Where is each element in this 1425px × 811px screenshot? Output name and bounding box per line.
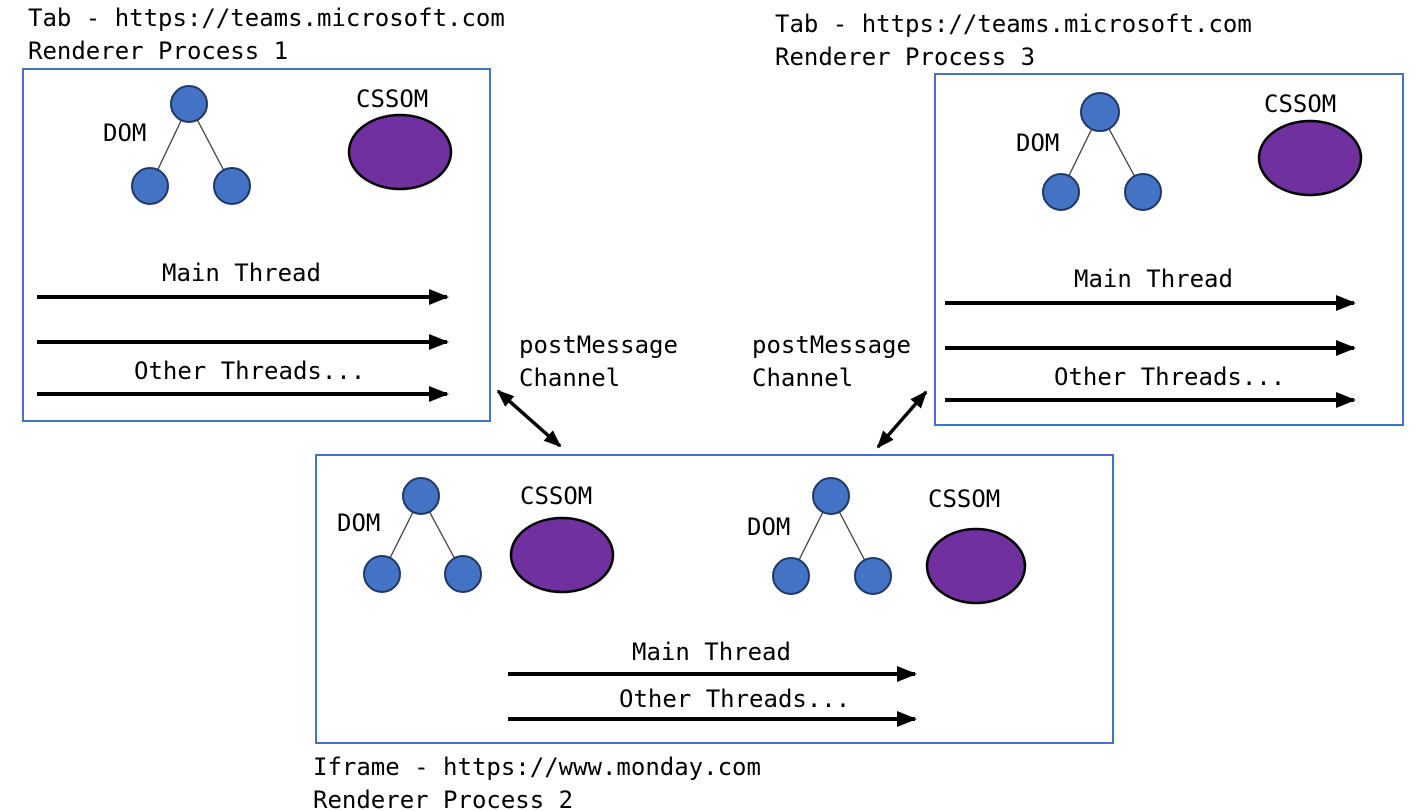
dom-label-process2-left: DOM [337,509,381,537]
postmessage-text: postMessage [752,331,911,359]
dom-node [1080,92,1120,132]
postmessage-text: postMessage [519,331,678,359]
dom-node [402,477,440,515]
dom-node [854,557,892,595]
dom-tree-process1 [131,85,251,205]
dom-label-process2-right: DOM [747,513,791,541]
dom-node [131,167,169,205]
main-thread-label-process2: Main Thread [632,638,791,666]
dom-tree-process2-right [772,477,892,595]
dom-tree-process3 [1042,92,1162,211]
dom-node [213,167,251,205]
postmessage-channel-arrow-left [496,389,562,448]
dom-node [444,555,482,593]
renderer-process-3-box [934,73,1404,426]
channel-text: Channel [519,364,621,392]
other-threads-label-process2: Other Threads... [619,685,851,713]
process1-source: Tab - https://teams.microsoft.com [28,4,505,32]
main-thread-label-process3: Main Thread [1074,265,1233,293]
cssom-label-process3: CSSOM [1264,90,1337,118]
cssom-label-process1: CSSOM [356,85,429,113]
cssom-ellipse-process2-left [509,516,615,594]
dom-node [812,477,850,515]
renderer-process-1-box [22,68,491,422]
dom-tree-process2-left [363,477,482,593]
dom-label-process1: DOM [103,119,147,147]
dom-node [1124,173,1162,211]
process3-source: Tab - https://teams.microsoft.com [775,10,1252,38]
process2-source: Iframe - https://www.monday.com [313,753,761,781]
cssom-ellipse-process2-right [925,527,1027,605]
channel-text: Channel [752,364,854,392]
other-threads-label-process1: Other Threads... [134,357,366,385]
cssom-label-process2-left: CSSOM [520,482,593,510]
dom-label-process3: DOM [1016,129,1060,157]
renderer-process-2-box [315,454,1114,744]
process2-name: Renderer Process 2 [313,786,574,811]
dom-node [772,557,810,595]
cssom-ellipse-process3 [1257,119,1363,197]
process3-name: Renderer Process 3 [775,43,1036,71]
postmessage-channel-arrow-right [876,390,928,449]
other-threads-label-process3: Other Threads... [1054,363,1286,391]
main-thread-label-process1: Main Thread [162,259,321,287]
cssom-ellipse-process1 [347,113,453,191]
process1-name: Renderer Process 1 [28,37,289,65]
dom-node [170,85,208,123]
cssom-label-process2-right: CSSOM [928,485,1001,513]
dom-node [1042,173,1080,211]
dom-node [363,555,401,593]
